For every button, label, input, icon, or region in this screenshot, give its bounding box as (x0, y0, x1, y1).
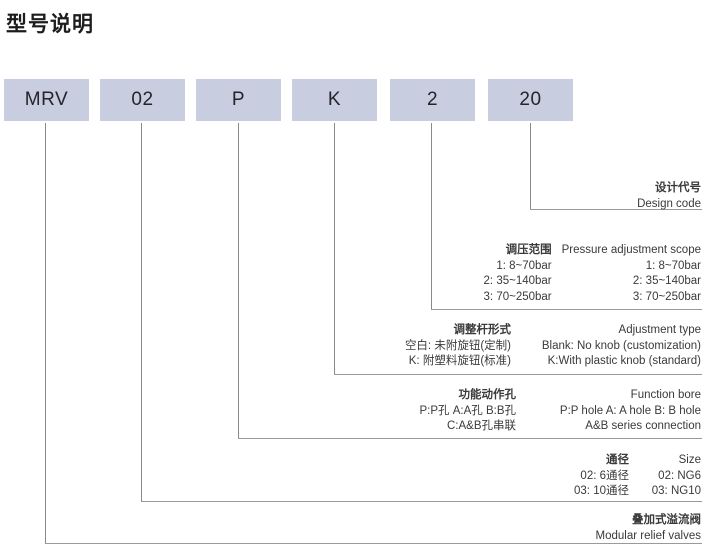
legend-adjustment: 调整杆形式 Adjustment type 空白: 未附旋钮(定制) Blank… (371, 323, 701, 370)
legend-pressure-heading-en: Pressure adjustment scope (561, 244, 701, 256)
code-box-bore[interactable]: P (196, 79, 281, 121)
leader-line-pressure-vertical (431, 123, 432, 309)
legend-valve-type-heading-en: Modular relief valves (595, 529, 701, 542)
leader-line-bore-horizontal (238, 438, 702, 439)
legend-function-bore-heading-cn: 功能动作孔 (458, 389, 517, 401)
legend-function-bore-option-cn-1: P:P孔 A:A孔 B:B孔 (419, 404, 517, 417)
code-box-knob[interactable]: K (292, 79, 377, 121)
page-title: 型号说明 (6, 12, 94, 36)
legend-pressure-option-cn-3: 3: 70~250bar (483, 290, 552, 303)
legend-size-option-cn-2: 03: 10通径 (574, 485, 629, 497)
legend-design-code-heading-cn: 设计代号 (655, 182, 701, 194)
leader-line-size-vertical (141, 123, 142, 501)
legend-size-option-en-1: 02: NG6 (658, 469, 701, 482)
legend-adjustment-heading-cn: 调整杆形式 (453, 324, 512, 336)
legend-function-bore: 功能动作孔 Function bore P:P孔 A:A孔 B:B孔 P:P h… (366, 388, 702, 435)
legend-pressure-heading-cn: 调压范围 (505, 244, 552, 256)
leader-line-adjustment-horizontal (334, 374, 702, 375)
legend-valve-type-heading-cn: 叠加式溢流阀 (632, 514, 701, 526)
legend-pressure: 调压范围 Pressure adjustment scope 1: 8~70ba… (412, 243, 701, 305)
legend-function-bore-option-en-1: P:P hole A: A hole B: B hole (559, 404, 701, 417)
legend-pressure-option-cn-1: 1: 8~70bar (496, 259, 552, 272)
leader-line-valve-vertical (45, 123, 46, 543)
legend-valve-type: 叠加式溢流阀 Modular relief valves (596, 513, 701, 544)
model-code-row: MRV 02 P K 2 20 (0, 79, 705, 121)
legend-pressure-option-en-3: 3: 70~250bar (632, 290, 701, 303)
leader-line-pressure-horizontal (431, 309, 702, 310)
legend-function-bore-option-en-2: A&B series connection (585, 420, 701, 432)
legend-size: 通径 Size 02: 6通径 02: NG6 03: 10通径 03: NG1… (549, 453, 701, 500)
code-box-pressure[interactable]: 2 (390, 79, 475, 121)
leader-line-size-horizontal (141, 501, 702, 502)
legend-pressure-option-en-1: 1: 8~70bar (645, 259, 701, 272)
leader-line-bore-vertical (238, 123, 239, 438)
code-box-design[interactable]: 20 (488, 79, 573, 121)
code-box-prefix[interactable]: MRV (4, 79, 89, 121)
legend-adjustment-option-cn-1: 空白: 未附旋钮(定制) (404, 339, 511, 352)
legend-pressure-option-cn-2: 2: 35~140bar (483, 275, 552, 287)
legend-design-code: 设计代号 Design code (637, 181, 701, 212)
leader-line-design-vertical (530, 123, 531, 209)
legend-size-heading-en: Size (678, 454, 701, 466)
legend-adjustment-option-cn-2: K: 附塑料旋钮(标准) (408, 355, 511, 367)
legend-adjustment-option-en-1: Blank: No knob (customization) (541, 339, 701, 352)
legend-size-option-cn-1: 02: 6通径 (580, 469, 629, 482)
leader-line-design-horizontal (530, 209, 702, 210)
legend-size-heading-cn: 通径 (606, 454, 629, 466)
legend-size-option-en-2: 03: NG10 (651, 485, 701, 497)
legend-function-bore-heading-en: Function bore (630, 389, 701, 401)
legend-function-bore-option-cn-2: C:A&B孔串联 (446, 420, 516, 432)
legend-design-code-heading-en: Design code (637, 197, 701, 210)
leader-line-adjustment-vertical (334, 123, 335, 374)
legend-adjustment-option-en-2: K:With plastic knob (standard) (547, 355, 701, 367)
legend-adjustment-heading-en: Adjustment type (618, 324, 701, 336)
legend-pressure-option-en-2: 2: 35~140bar (632, 275, 701, 287)
code-box-size[interactable]: 02 (100, 79, 185, 121)
leader-line-valve-horizontal (45, 543, 702, 544)
